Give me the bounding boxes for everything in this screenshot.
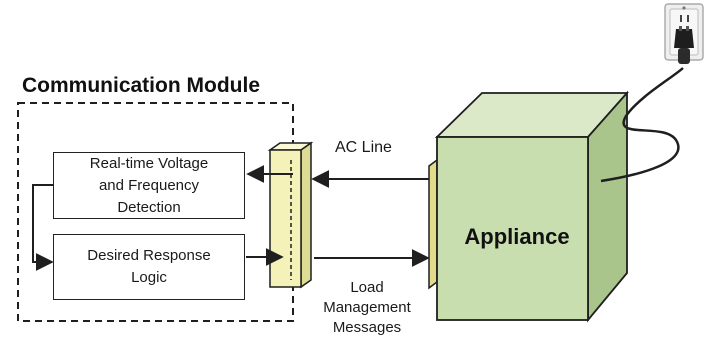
logic-label: Desired Response Logic bbox=[87, 247, 211, 286]
detection-label: Real-time Voltage and Frequency Detectio… bbox=[89, 154, 209, 216]
module-title: Communication Module bbox=[22, 74, 260, 97]
messages-label: Load Management Messages bbox=[323, 279, 411, 336]
detection-to-logic-arrow bbox=[32, 184, 54, 271]
plug-icon bbox=[674, 26, 694, 64]
appliance-port bbox=[428, 158, 438, 290]
appliance-label: Appliance bbox=[464, 224, 570, 249]
connector-block bbox=[267, 141, 314, 289]
logic-box: Desired Response Logic bbox=[53, 234, 245, 300]
appliance-box bbox=[434, 90, 630, 323]
detection-box: Real-time Voltage and Frequency Detectio… bbox=[53, 152, 245, 219]
ac-line-label: AC Line bbox=[335, 139, 392, 156]
power-cord bbox=[600, 67, 684, 183]
